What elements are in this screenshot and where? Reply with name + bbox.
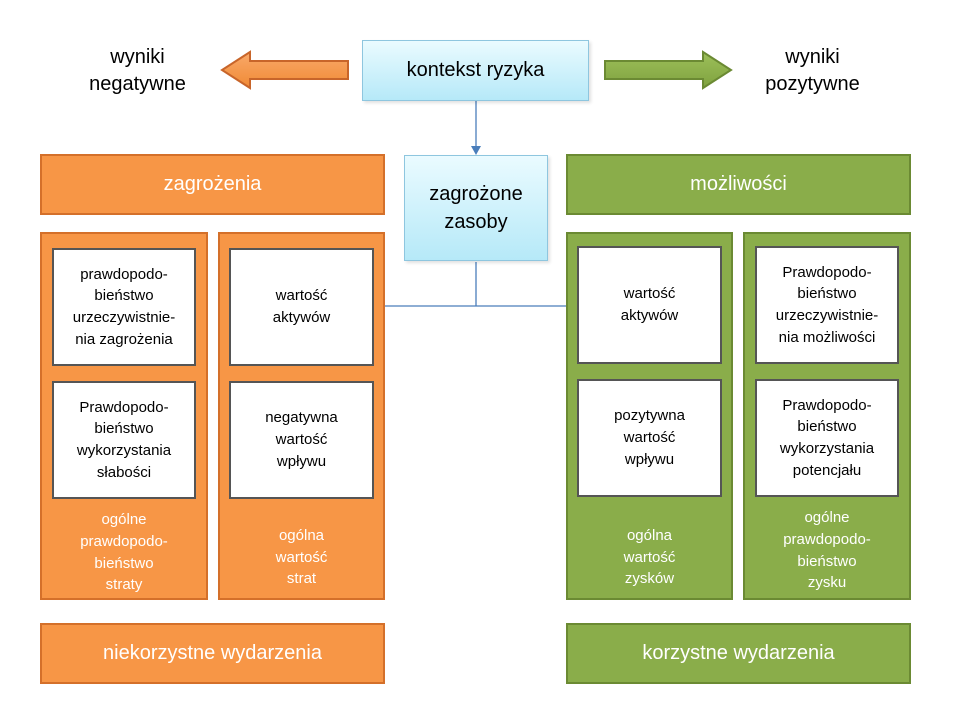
potential-exploit-probability-box: Prawdopodo- bieństwo wykorzystania poten… — [755, 379, 899, 497]
overall-loss-value-label: ogólna wartość strat — [275, 526, 328, 588]
positive-impact-box: pozytywna wartość wpływu — [577, 379, 722, 497]
risk-context-box: kontekst ryzyka — [362, 40, 589, 101]
connector-arrowhead-icon — [471, 146, 481, 155]
threatened-assets-box: zagrożone zasoby — [404, 155, 548, 261]
overall-gain-value-label: ogólna wartość zysków — [623, 526, 676, 588]
opportunities-header: możliwości — [566, 154, 911, 215]
threats-header: zagrożenia — [40, 154, 385, 215]
weakness-exploit-probability-box: Prawdopodo- bieństwo wykorzystania słabo… — [52, 381, 196, 499]
overall-loss-probability-label: ogólne prawdopodo- bieństwo straty — [80, 511, 168, 594]
overall-gain-probability-label: ogólne prawdopodo- bieństwo zysku — [783, 509, 871, 592]
threat-probability-box: prawdopodo- bieństwo urzeczywistnie- nia… — [52, 248, 196, 366]
opportunity-probability-box: Prawdopodo- bieństwo urzeczywistnie- nia… — [755, 246, 899, 364]
arrow-right-icon — [604, 50, 733, 90]
asset-value-box-right: wartość aktywów — [577, 246, 722, 364]
adverse-events-footer: niekorzystne wydarzenia — [40, 623, 385, 684]
negative-impact-box: negatywna wartość wpływu — [229, 381, 374, 499]
negative-outcomes-label: wyniki negatywne — [89, 46, 186, 95]
asset-value-box-left: wartość aktywów — [229, 248, 374, 366]
arrow-left-icon — [220, 50, 349, 90]
favorable-events-footer: korzystne wydarzenia — [566, 623, 911, 684]
positive-outcomes-label: wyniki pozytywne — [765, 46, 860, 95]
